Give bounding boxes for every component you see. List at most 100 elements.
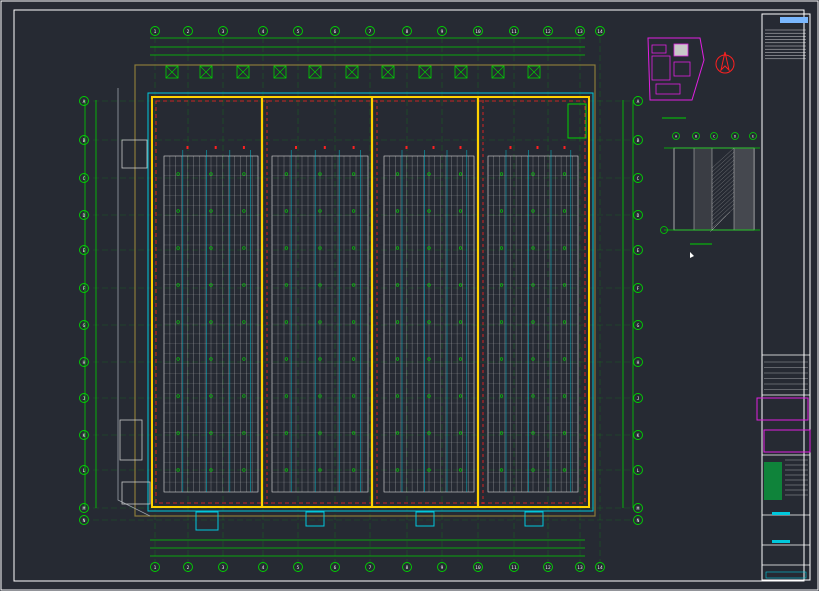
grid-bubble-col-top: 7 xyxy=(365,26,375,36)
svg-text:C: C xyxy=(637,176,640,182)
storage-rack-areas xyxy=(163,146,579,493)
svg-text:9: 9 xyxy=(441,565,444,571)
dock-doors xyxy=(165,65,541,79)
svg-text:H: H xyxy=(83,360,86,366)
grid-bubble-col-top: 11 xyxy=(509,26,519,36)
bottom-annexes xyxy=(195,511,544,531)
grid-bubble-row-left: M xyxy=(79,503,89,513)
pipe-loop-perimeter xyxy=(147,92,594,512)
svg-text:D: D xyxy=(637,213,640,219)
svg-text:8: 8 xyxy=(406,565,409,571)
dock-door xyxy=(527,65,541,79)
left-utility-blocks xyxy=(119,139,151,505)
svg-text:N: N xyxy=(83,518,86,524)
grid-bubble-col-top: 13 xyxy=(575,26,585,36)
svg-text:9: 9 xyxy=(441,29,444,35)
seal-box xyxy=(763,429,811,453)
right-dimension-chain xyxy=(622,100,634,508)
grid-bubble-col-bottom: 8 xyxy=(402,562,412,572)
key-grid-bubble: D xyxy=(731,132,739,140)
dock-door xyxy=(236,65,250,79)
drawing-border xyxy=(13,9,805,582)
svg-text:7: 7 xyxy=(369,565,372,571)
svg-text:7: 7 xyxy=(369,29,372,35)
top-dimension-chain xyxy=(150,37,585,56)
svg-text:2: 2 xyxy=(187,29,190,35)
north-arrow-icon xyxy=(715,51,735,74)
grid-bubble-col-top: 1 xyxy=(150,26,160,36)
left-site-curve xyxy=(117,88,151,517)
key-site-plan xyxy=(647,37,705,101)
grid-bubble-row-left: D xyxy=(79,210,89,220)
svg-text:K: K xyxy=(83,433,86,439)
key-grid-bubble: B xyxy=(692,132,700,140)
svg-text:14: 14 xyxy=(597,565,603,571)
svg-text:B: B xyxy=(637,138,640,144)
svg-text:F: F xyxy=(637,286,640,292)
grid-bubble-row-left: G xyxy=(79,320,89,330)
svg-text:G: G xyxy=(83,323,86,329)
title-block xyxy=(756,13,811,581)
grid-bubble-col-bottom: 2 xyxy=(183,562,193,572)
rack-zone xyxy=(383,146,475,493)
grid-bubble-col-top: 2 xyxy=(183,26,193,36)
key-grid-bubble: E xyxy=(749,132,757,140)
grid-bubble-row-right: F xyxy=(633,283,643,293)
grid-bubble-row-right: D xyxy=(633,210,643,220)
svg-text:J: J xyxy=(83,396,86,402)
title-block-text-lines xyxy=(764,29,808,579)
grid-bubble-row-left: E xyxy=(79,245,89,255)
grid-bubble-col-bottom: 5 xyxy=(293,562,303,572)
svg-text:6: 6 xyxy=(334,29,337,35)
svg-text:3: 3 xyxy=(222,29,225,35)
grid-bubble-row-left: L xyxy=(79,465,89,475)
building-outer-wall xyxy=(151,96,590,508)
svg-text:D: D xyxy=(734,135,736,139)
svg-text:13: 13 xyxy=(577,29,583,35)
key-row-bubble xyxy=(660,226,668,234)
svg-text:14: 14 xyxy=(597,29,603,35)
grid-bubble-row-right: N xyxy=(633,515,643,525)
stair-core xyxy=(567,103,587,139)
grid-bubble-row-right: C xyxy=(633,173,643,183)
rack-zone xyxy=(487,146,579,493)
svg-text:B: B xyxy=(83,138,86,144)
grid-bubble-col-bottom: 1 xyxy=(150,562,160,572)
bottom-dimension-chain xyxy=(150,539,585,557)
zone-partitions-fire xyxy=(266,100,484,504)
grid-bubble-col-top: 14 xyxy=(595,26,605,36)
company-logo xyxy=(780,17,808,23)
grid-bubble-row-left: B xyxy=(79,135,89,145)
svg-text:1: 1 xyxy=(154,29,157,35)
grid-bubble-col-bottom: 14 xyxy=(595,562,605,572)
svg-text:L: L xyxy=(83,468,86,474)
svg-text:10: 10 xyxy=(475,29,481,35)
svg-text:12: 12 xyxy=(545,29,551,35)
approval-box xyxy=(756,397,809,421)
svg-text:2: 2 xyxy=(187,565,190,571)
fire-line-perimeter xyxy=(155,100,586,504)
svg-text:4: 4 xyxy=(262,565,265,571)
dock-door xyxy=(454,65,468,79)
grid-bubble-row-left: N xyxy=(79,515,89,525)
svg-text:H: H xyxy=(637,360,640,366)
grid-bubble-col-bottom: 13 xyxy=(575,562,585,572)
grid-bubble-col-bottom: 7 xyxy=(365,562,375,572)
grid-bubble-col-bottom: 10 xyxy=(473,562,483,572)
svg-text:3: 3 xyxy=(222,565,225,571)
grid-bubble-col-top: 10 xyxy=(473,26,483,36)
rack-zone xyxy=(163,146,259,493)
svg-text:11: 11 xyxy=(511,565,517,571)
grid-bubble-row-left: H xyxy=(79,357,89,367)
grid-bubble-col-top: 6 xyxy=(330,26,340,36)
svg-text:11: 11 xyxy=(511,29,517,35)
rack-zone xyxy=(271,146,369,493)
svg-text:5: 5 xyxy=(297,565,300,571)
svg-text:A: A xyxy=(83,99,86,105)
dock-door xyxy=(308,65,322,79)
grid-bubble-col-top: 8 xyxy=(402,26,412,36)
